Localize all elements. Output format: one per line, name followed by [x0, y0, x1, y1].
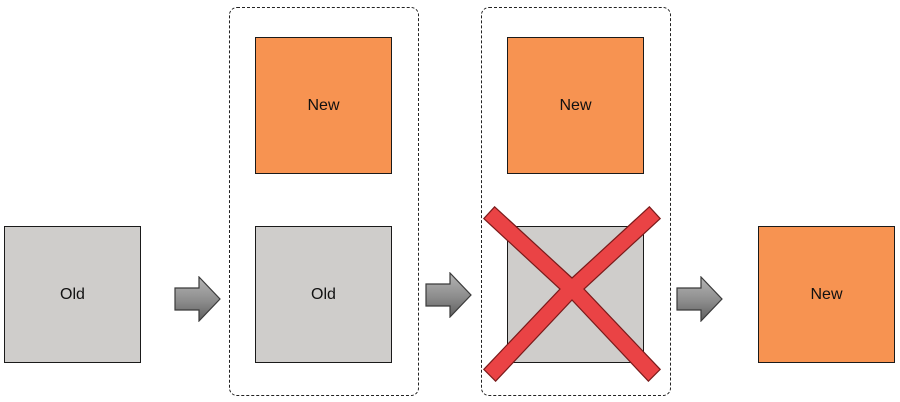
- new-box-label: New: [810, 285, 843, 303]
- old-box-label: Old: [311, 285, 336, 303]
- old-box-stage-2: Old: [255, 226, 392, 363]
- stage-2-group: [229, 7, 419, 396]
- right-arrow-icon: [676, 276, 723, 322]
- old-box-label: Old: [60, 285, 85, 303]
- new-box-label: New: [307, 96, 340, 114]
- right-arrow-icon: [425, 272, 472, 318]
- new-box-label: New: [559, 96, 592, 114]
- new-box-stage-2: New: [255, 37, 392, 174]
- stage-3-group: [481, 7, 671, 396]
- new-box-stage-3: New: [507, 37, 644, 174]
- right-arrow-icon: [174, 276, 221, 322]
- new-box-stage-4: New: [758, 226, 895, 363]
- cross-out-icon: [482, 206, 662, 382]
- old-box-stage-1: Old: [4, 226, 141, 363]
